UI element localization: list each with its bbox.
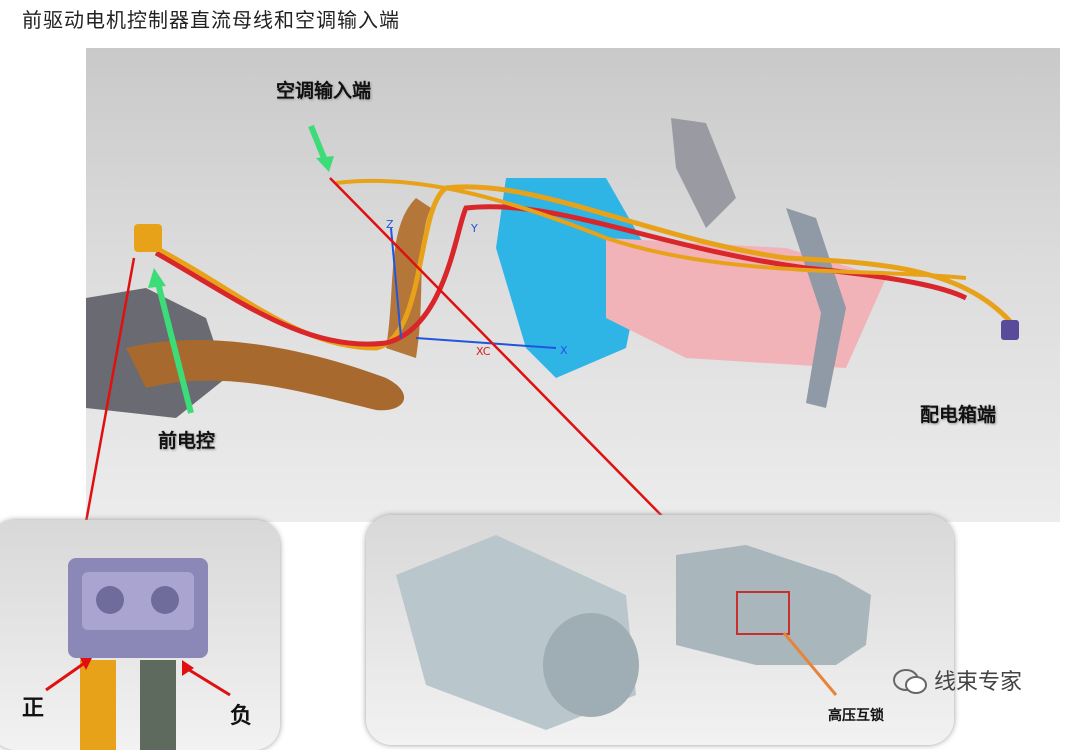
wechat-icon	[893, 669, 927, 694]
terminal-positive	[96, 586, 124, 614]
arrow-positive	[45, 660, 87, 692]
axis-xc-label: XC	[476, 345, 491, 358]
axis-z-label: Z	[386, 218, 394, 231]
ac-connector-drawing	[396, 535, 871, 730]
label-positive: 正	[22, 695, 45, 721]
label-front-controller: 前电控	[158, 430, 216, 452]
grey-bracket	[671, 118, 736, 228]
axis-x-label: X	[560, 344, 568, 357]
page-title: 前驱动电机控制器直流母线和空调输入端	[22, 8, 400, 32]
terminal-negative	[151, 586, 179, 614]
inset-ac-connector: 高压互锁	[366, 515, 954, 745]
connector-body-right	[676, 545, 871, 665]
arrowhead-negative	[182, 660, 194, 676]
label-hv-interlock: 高压互锁	[828, 708, 884, 724]
front-connector	[134, 224, 162, 252]
grey-pipes	[786, 208, 846, 408]
right-connector	[1001, 320, 1019, 340]
inset-front-connector: 正 负	[0, 520, 280, 750]
green-arrowhead-front	[148, 268, 166, 288]
harness-3d-view: XC X Y Z 空调输入端 前电控 配电箱端	[86, 48, 1060, 522]
label-distribution-box: 配电箱端	[920, 404, 997, 426]
label-ac-input: 空调输入端	[276, 80, 372, 102]
harness-drawing: XC X Y Z	[86, 118, 1019, 418]
orange-conduit	[80, 660, 116, 750]
label-negative: 负	[230, 703, 253, 729]
green-arrow-ac	[308, 124, 329, 165]
interlock-highlight	[736, 591, 790, 635]
arrowhead-positive	[80, 658, 92, 670]
green-arrow-front	[155, 282, 194, 414]
watermark-text: 线束专家	[934, 670, 1023, 695]
connector-mouth	[543, 613, 639, 717]
grey-conduit	[140, 660, 176, 750]
green-arrowhead-ac	[316, 156, 334, 172]
axis-y-label: Y	[470, 222, 478, 235]
arrow-negative	[185, 666, 231, 697]
arrow-interlock	[782, 632, 838, 696]
